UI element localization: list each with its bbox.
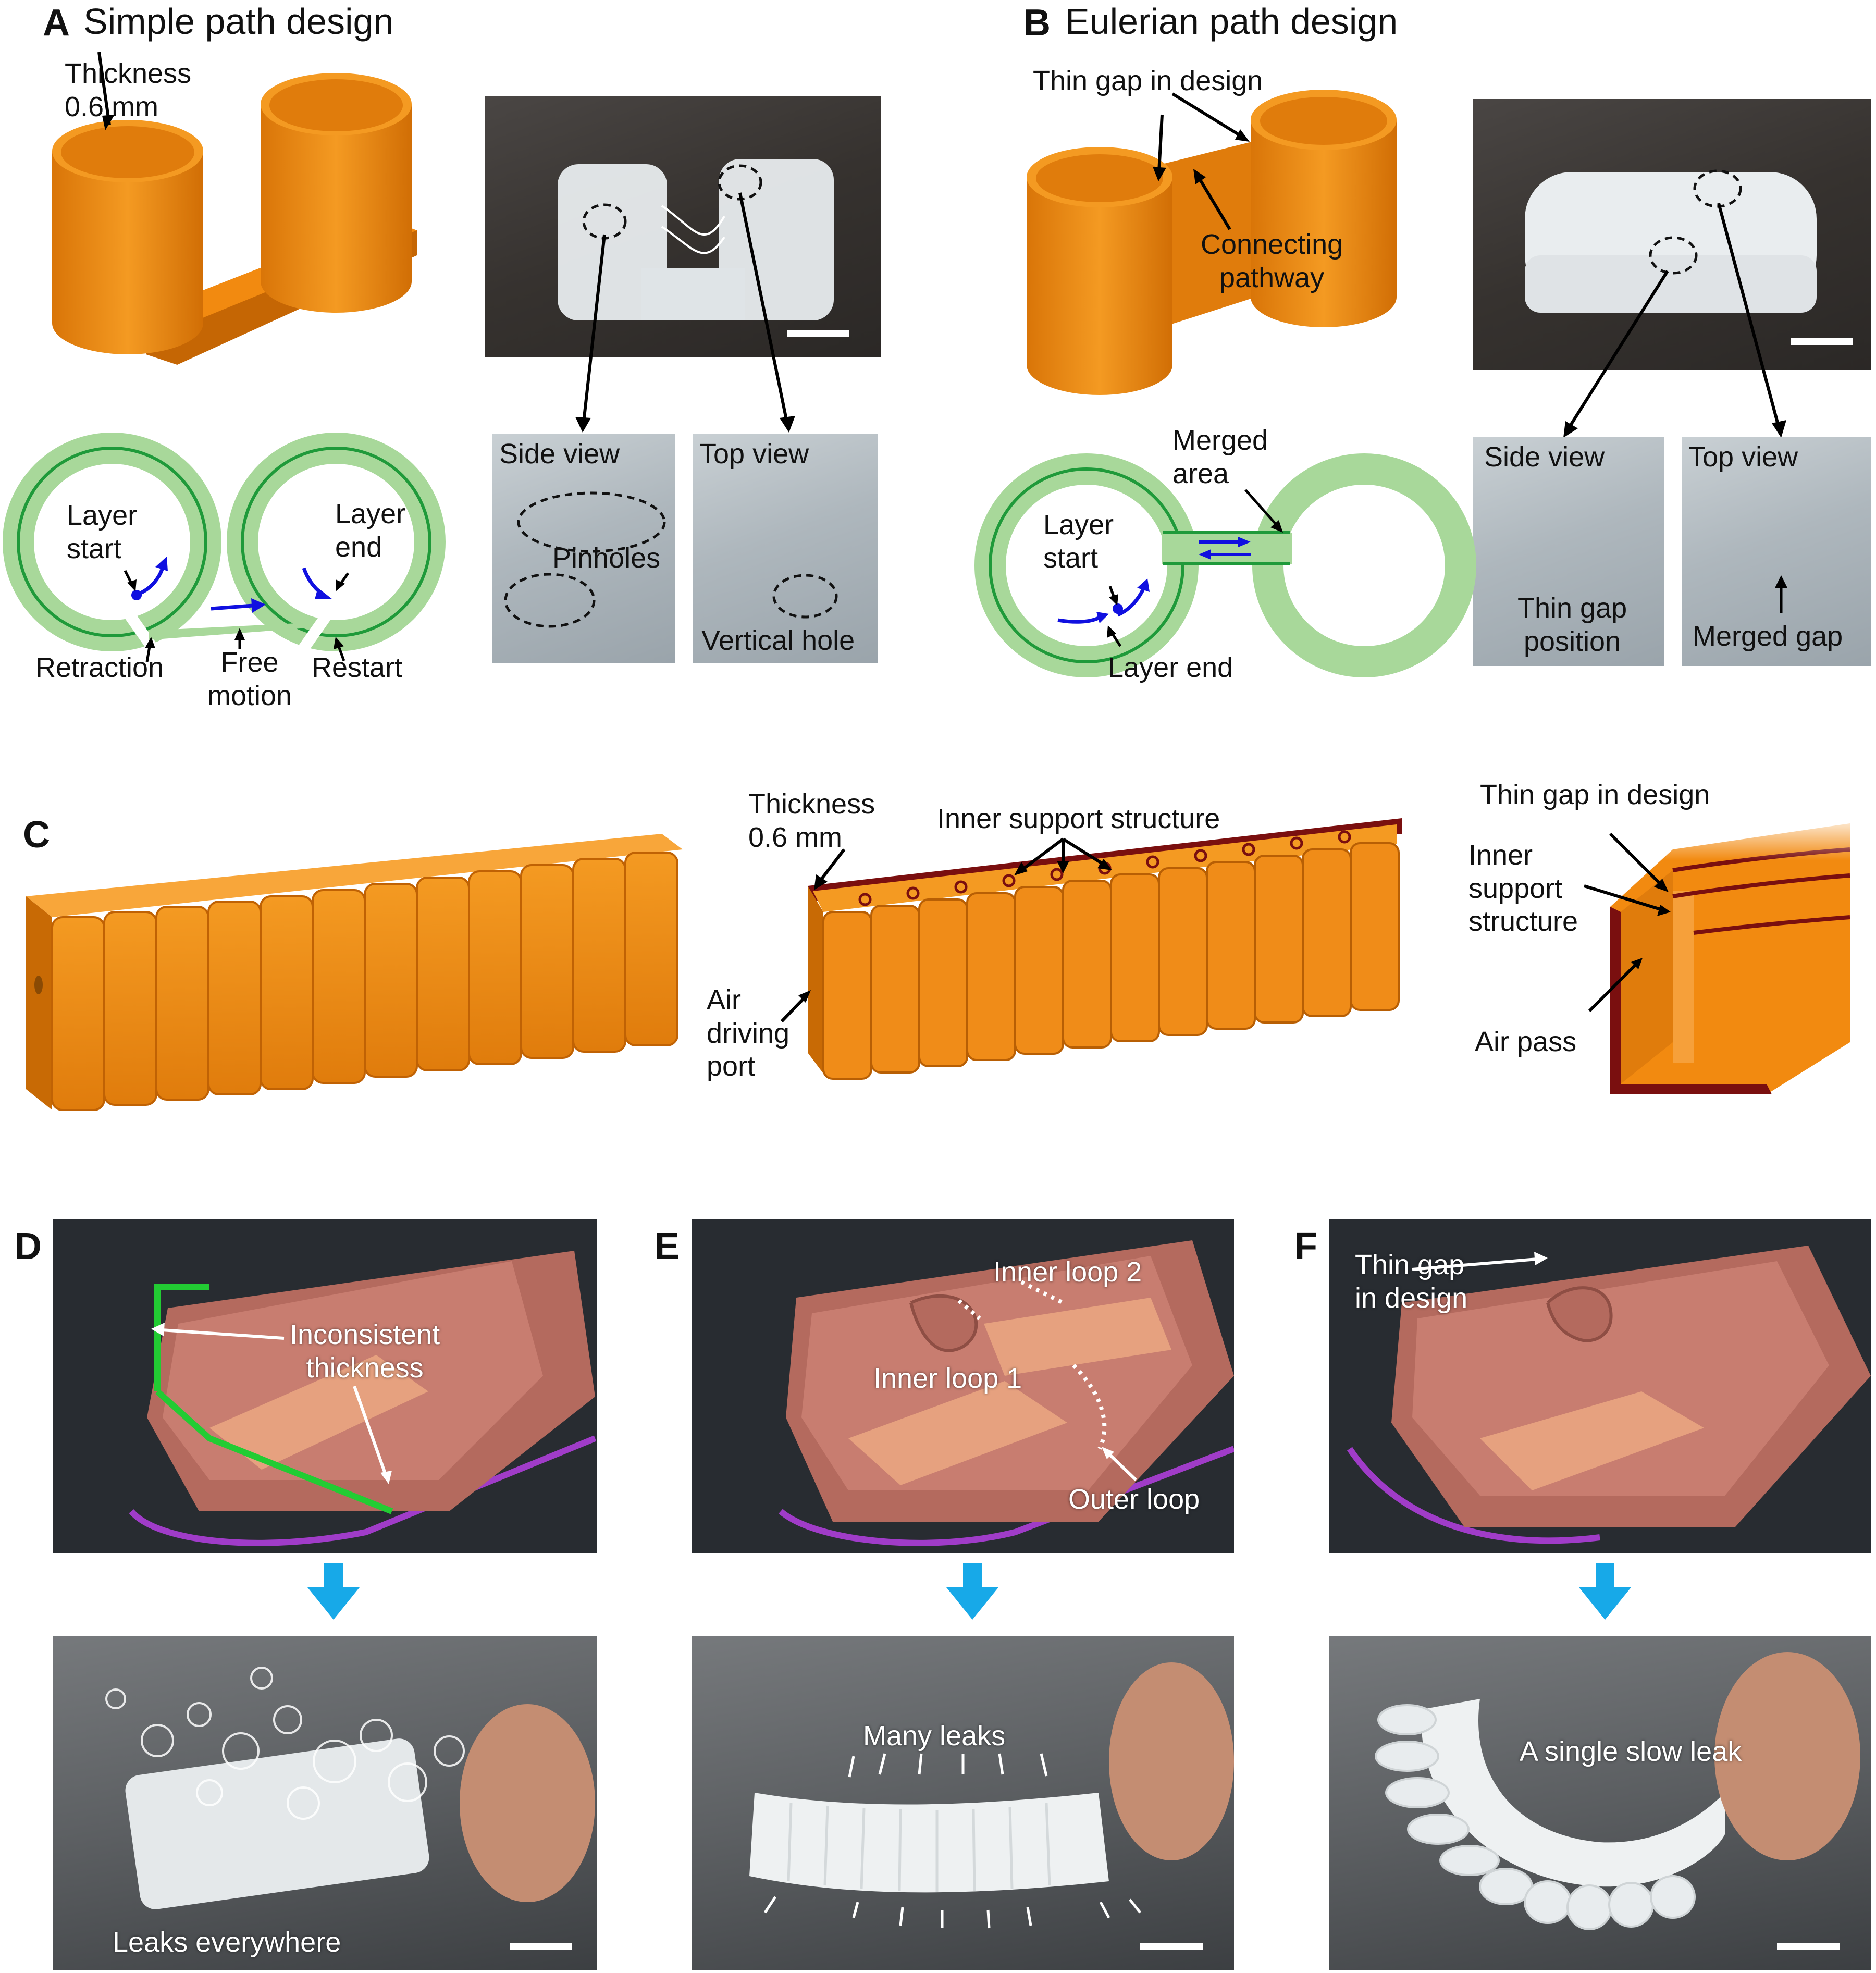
actuator-render-full — [26, 834, 683, 1111]
top-view-inset-b — [1682, 437, 1871, 666]
photo-leak-test-d — [53, 1636, 597, 1970]
scale-bar — [1140, 1943, 1203, 1950]
scale-bar — [1777, 1943, 1840, 1950]
side-view-label-b: Side view — [1484, 441, 1605, 473]
many-leaks-label: Many leaks — [863, 1720, 1006, 1752]
eulerian-path-render — [1027, 90, 1397, 395]
photo-leak-test-e — [692, 1636, 1234, 1970]
simple-path-render — [52, 52, 417, 365]
inner-support-label-c: Inner support structure — [937, 803, 1220, 834]
top-view-label-b: Top view — [1688, 441, 1798, 473]
thin-gap-position-label: Thin gap position — [1517, 593, 1627, 657]
retraction-label: Retraction — [35, 652, 164, 683]
panel-label-f: F — [1294, 1226, 1317, 1267]
thin-gap-label-b: Thin gap in design — [1033, 65, 1263, 96]
pinholes-label: Pinholes — [552, 542, 661, 574]
leaks-everywhere-label: Leaks everywhere — [113, 1927, 341, 1958]
inconsistent-thickness-label: Inconsistent thickness — [290, 1319, 440, 1384]
layer-end-label-a: Layer end — [335, 498, 406, 563]
thickness-label-a: Thickness 0.6 mm — [65, 58, 192, 122]
arrow-down-icon — [1579, 1563, 1631, 1620]
inner-support-label-c2: Inner support structure — [1468, 840, 1578, 938]
side-view-inset-b — [1473, 437, 1664, 666]
scale-bar — [1791, 338, 1853, 345]
slicer-view-d — [53, 1219, 597, 1553]
side-view-label-a: Side view — [499, 438, 620, 470]
inner-loop-2-label: Inner loop 2 — [993, 1256, 1142, 1288]
vertical-hole-label: Vertical hole — [701, 625, 855, 656]
panel-label-a: A — [43, 2, 70, 44]
connecting-pathway-label: Connecting pathway — [1201, 229, 1343, 293]
panel-label-b: B — [1023, 2, 1051, 44]
photo-eulerian-path — [1473, 99, 1871, 370]
panel-title-b: Eulerian path design — [1065, 1, 1398, 42]
panel-title-a: Simple path design — [83, 1, 394, 42]
scale-bar — [787, 330, 849, 337]
side-view-inset-a — [492, 434, 675, 663]
outer-loop-label: Outer loop — [1068, 1484, 1200, 1515]
top-view-inset-a — [693, 434, 878, 663]
arrow-down-icon — [946, 1563, 998, 1620]
merged-area-label: Merged area — [1172, 425, 1268, 489]
slicer-view-e — [692, 1219, 1234, 1553]
panel-label-e: E — [655, 1226, 680, 1267]
air-pass-label: Air pass — [1475, 1026, 1577, 1057]
photo-leak-test-f — [1329, 1636, 1871, 1970]
layer-start-label-a: Layer start — [67, 500, 138, 564]
inner-loop-1-label: Inner loop 1 — [873, 1363, 1022, 1394]
cutaway-detail-render — [1584, 813, 1860, 1094]
top-view-label-a: Top view — [699, 438, 809, 470]
scale-bar — [510, 1943, 572, 1950]
layer-end-label-b: Layer end — [1108, 652, 1233, 683]
slicer-view-f — [1329, 1219, 1871, 1553]
panel-label-c: C — [23, 814, 50, 856]
free-motion-label: Free motion — [207, 647, 292, 711]
thin-gap-label-c: Thin gap in design — [1480, 779, 1710, 810]
restart-label: Restart — [312, 652, 403, 683]
thickness-label-c: Thickness 0.6 mm — [748, 788, 875, 853]
panel-label-d: D — [15, 1226, 42, 1267]
actuator-render-cutaway — [780, 818, 1402, 1080]
single-slow-leak-label: A single slow leak — [1520, 1736, 1742, 1767]
air-port-label: Air driving port — [707, 984, 790, 1082]
merged-gap-label: Merged gap — [1693, 621, 1843, 652]
layer-start-label-b: Layer start — [1043, 509, 1114, 574]
photo-simple-path — [485, 96, 881, 357]
arrow-down-icon — [307, 1563, 360, 1620]
